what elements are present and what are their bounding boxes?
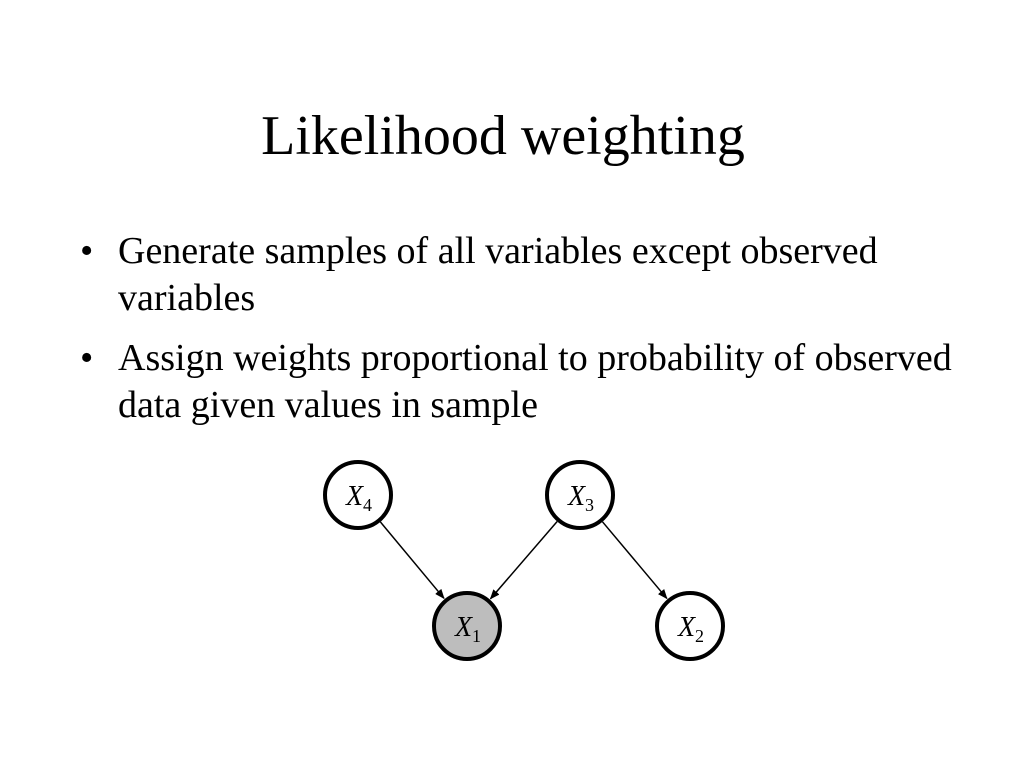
node-circle-x1 (432, 591, 502, 661)
node-letter: X (454, 612, 473, 643)
node-letter: X (567, 481, 586, 512)
bullet-marker: • (80, 337, 94, 379)
edge-x3-to-x2 (601, 521, 668, 600)
node-subscript: 3 (585, 495, 594, 515)
node-letter: X (345, 481, 364, 512)
node-x2: X2 (655, 591, 725, 661)
edge-x3-to-x1 (489, 521, 558, 600)
node-x3: X3 (545, 460, 615, 530)
node-x1: X1 (432, 591, 502, 661)
node-letter: X (677, 612, 696, 643)
node-circle-x3 (545, 460, 615, 530)
node-label-x4: X4 (345, 481, 372, 515)
node-circle-x2 (655, 591, 725, 661)
node-subscript: 4 (363, 495, 372, 515)
edge-x4-to-x1 (379, 521, 445, 600)
node-label-x3: X3 (567, 481, 594, 515)
node-subscript: 1 (472, 626, 481, 646)
bullet-item: • Assign weights proportional to probabi… (80, 335, 980, 429)
bullet-marker: • (80, 230, 94, 272)
bullet-text: Generate samples of all variables except… (118, 230, 878, 319)
node-subscript: 2 (695, 626, 704, 646)
bullet-list: • Generate samples of all variables exce… (80, 228, 980, 442)
bullet-item: • Generate samples of all variables exce… (80, 228, 980, 322)
node-label-x1: X1 (454, 612, 481, 646)
node-x4: X4 (323, 460, 393, 530)
node-circle-x4 (323, 460, 393, 530)
slide-title: Likelihood weighting (261, 105, 745, 167)
node-label-x2: X2 (677, 612, 704, 646)
edges-layer (379, 521, 668, 600)
bullet-text: Assign weights proportional to probabili… (118, 337, 952, 426)
